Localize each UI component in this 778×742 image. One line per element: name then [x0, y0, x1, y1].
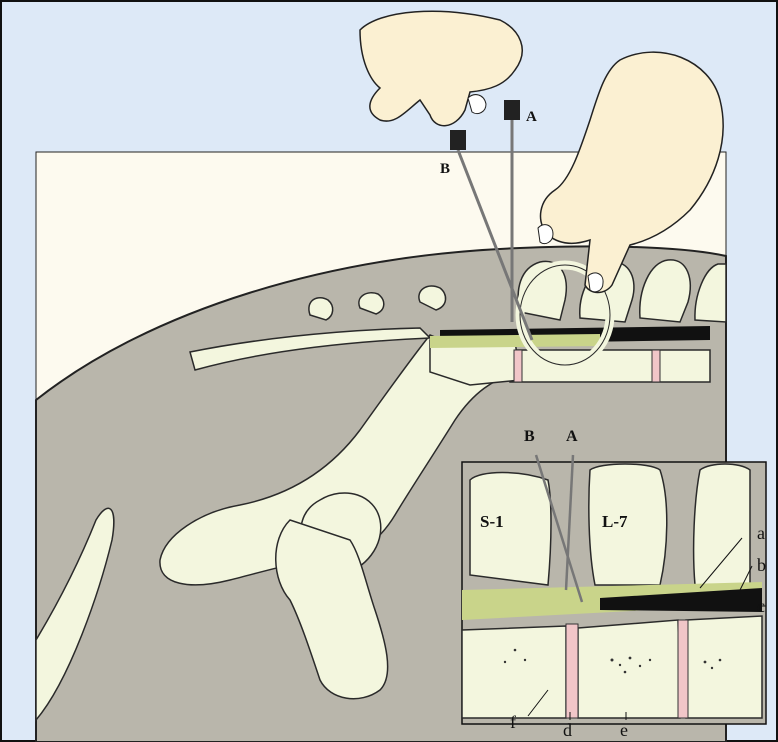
inset-vertebral-body-e [578, 620, 680, 718]
needle-b-label: B [440, 161, 450, 177]
inset-needle-a-label: A [566, 428, 578, 445]
layer-a-label: a [757, 523, 765, 543]
inset-disc-2 [678, 620, 688, 718]
part-e-label: e [620, 720, 628, 740]
spinal-cord-green [430, 334, 600, 348]
needle-b-hub-icon [450, 130, 466, 150]
layer-c-label: c [757, 596, 765, 616]
inset-needle-b-label: B [524, 428, 535, 445]
inset-vertebral-body-right [686, 616, 762, 718]
disc-main-1 [514, 350, 522, 382]
inset-disc-d [566, 624, 578, 718]
inset-sacrum-body-f [462, 626, 566, 718]
vertebra-l7-label: L-7 [602, 512, 628, 531]
fingernail-2 [538, 225, 553, 244]
disc-main-2 [652, 350, 660, 382]
vertebra-s1-label: S-1 [480, 512, 504, 531]
fingernail-3 [588, 273, 603, 292]
inset-detail: B A S-1 L-7 a b c d e f [462, 428, 766, 740]
needle-a-hub-icon [504, 100, 520, 120]
needle-a-label: A [526, 109, 537, 125]
layer-b-label: b [757, 555, 766, 575]
inset-vertebra-right [694, 464, 750, 585]
inset-vertebra-l7 [589, 464, 667, 585]
part-f-label: f [510, 712, 516, 732]
part-d-label: d [563, 720, 572, 740]
